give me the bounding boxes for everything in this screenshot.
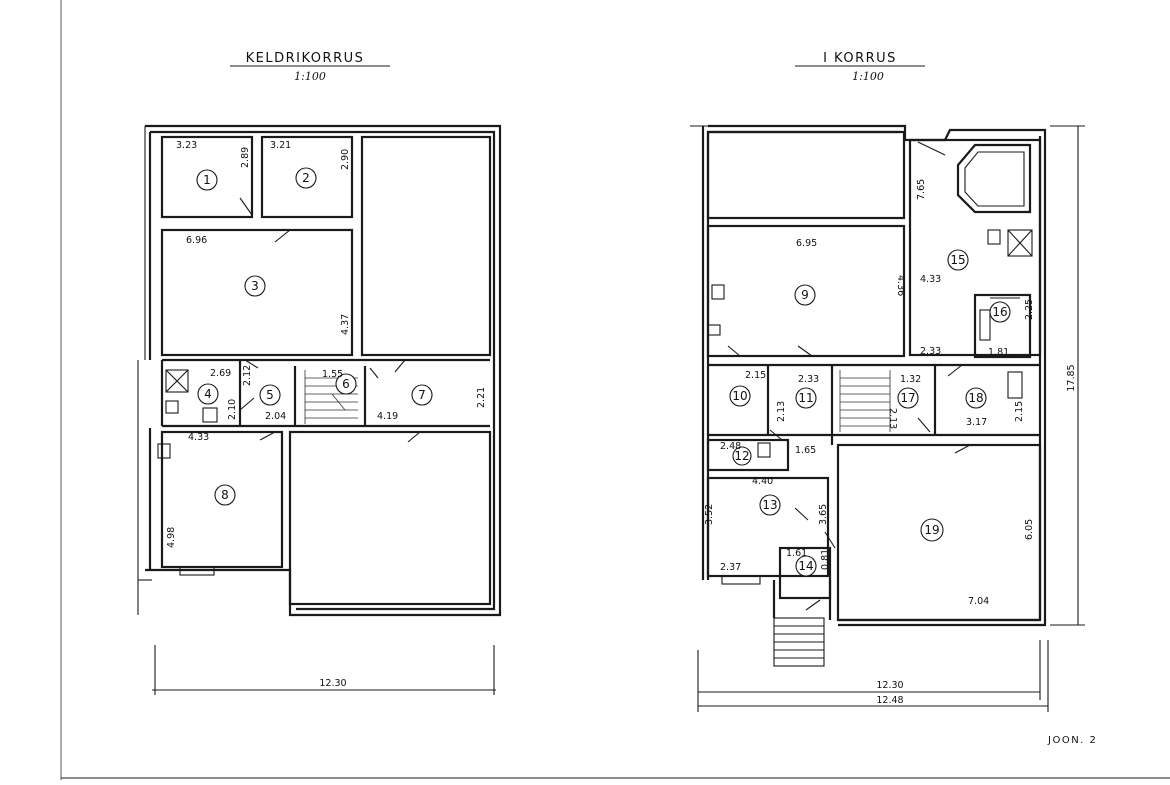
entrance-steps <box>773 617 825 667</box>
dim: 4.98 <box>166 527 177 548</box>
dim: 1.32 <box>900 374 921 385</box>
room-label-1: 1 <box>203 173 211 187</box>
dim: 2.37 <box>720 562 741 573</box>
dim: 2.33 <box>920 346 941 357</box>
basement-room-1-outline <box>160 135 254 219</box>
room-label-5: 5 <box>266 388 274 402</box>
dim: 1.81 <box>988 347 1009 358</box>
ground-room-14-outline <box>778 546 832 600</box>
room-label-10: 10 <box>732 389 747 403</box>
ground-width-outer: 12.48 <box>876 695 903 706</box>
dim: 2.21 <box>476 387 487 408</box>
chimney-fixture <box>165 369 189 393</box>
ground-room-12-outline <box>706 438 790 472</box>
ground-width-inner: 12.30 <box>876 680 903 691</box>
basement-lower-bay <box>288 430 492 606</box>
dim: 3.65 <box>818 504 829 525</box>
ground-room-19-outline <box>836 443 1042 622</box>
dim: 4.33 <box>188 432 209 443</box>
dim: 3.23 <box>176 140 197 151</box>
room-label-7: 7 <box>418 388 426 402</box>
room-label-4: 4 <box>204 387 212 401</box>
ground-floor-plan: I KORRUS 1:100 <box>690 51 1085 712</box>
dim: 2.89 <box>240 147 251 168</box>
dim: 2.15 <box>745 370 766 381</box>
room-label-18: 18 <box>968 391 983 405</box>
basement-room-3-outline <box>160 228 354 357</box>
ground-room-9-outline <box>706 224 906 358</box>
room-label-13: 13 <box>762 498 777 512</box>
dim: 4.40 <box>752 476 773 487</box>
ground-room-labels: 9 10 11 12 13 14 15 16 17 18 19 <box>729 249 1011 577</box>
dim: 2.10 <box>227 399 238 420</box>
ground-room-13-outline <box>706 476 830 578</box>
room-label-8: 8 <box>221 488 229 502</box>
room-label-15: 15 <box>950 253 965 267</box>
basement-title: KELDRIKORRUS <box>246 51 365 66</box>
basement-room-labels: 1 2 3 4 5 6 7 8 <box>196 167 433 506</box>
dim: 2.90 <box>340 149 351 170</box>
dim: 2.33 <box>798 374 819 385</box>
basement-dimensions: 3.23 2.89 3.21 2.90 6.96 4.37 2.69 2.12 … <box>166 140 487 548</box>
dim: 2.48 <box>720 441 741 452</box>
dim: 4.36 <box>895 275 906 296</box>
dim: 2.12 <box>242 365 253 386</box>
room-label-14: 14 <box>798 559 813 573</box>
ground-depth: 17.85 <box>1066 364 1077 391</box>
dim: 2.69 <box>210 368 231 379</box>
room-label-6: 6 <box>342 377 350 391</box>
room-label-12: 12 <box>734 449 749 463</box>
dim: 2.13 <box>887 408 898 429</box>
basement-doors <box>239 197 421 443</box>
dim: 6.96 <box>186 235 207 246</box>
dim: 1.61 <box>786 548 807 559</box>
room-label-3: 3 <box>251 279 259 293</box>
ground-scale: 1:100 <box>852 70 884 83</box>
room-label-11: 11 <box>798 391 813 405</box>
dim: 6.95 <box>796 238 817 249</box>
dim: 4.37 <box>340 314 351 335</box>
dim: 1.55 <box>322 369 343 380</box>
dim: 0.81 <box>820 549 831 570</box>
basement-overall-width: 12.30 <box>319 678 346 689</box>
dim: 3.21 <box>270 140 291 151</box>
room-label-9: 9 <box>801 288 809 302</box>
room-label-19: 19 <box>924 523 939 537</box>
sheet-number: JOON. 2 <box>1047 735 1097 746</box>
basement-window <box>179 566 215 576</box>
dim: 2.13 <box>776 401 787 422</box>
basement-room-8-outline <box>160 430 284 569</box>
room-label-17: 17 <box>900 391 915 405</box>
room-label-16: 16 <box>992 305 1007 319</box>
basement-room-2-outline <box>260 135 354 219</box>
dim: 2.04 <box>265 411 286 422</box>
dim: 7.65 <box>916 179 927 200</box>
dim: 4.33 <box>920 274 941 285</box>
basement-right-upper-bay <box>360 135 492 357</box>
ground-dimensions: 6.95 4.36 7.65 4.33 2.25 2.33 1.81 2.15 … <box>704 179 1035 607</box>
ground-window <box>721 575 761 585</box>
dim: 2.15 <box>1014 401 1025 422</box>
dim: 2.25 <box>1024 299 1035 320</box>
dim: 3.52 <box>704 504 715 525</box>
room-label-2: 2 <box>302 171 310 185</box>
dim: 7.04 <box>968 596 989 607</box>
bay-window <box>956 143 1032 214</box>
ground-top-veranda <box>706 130 906 220</box>
basement-scale: 1:100 <box>294 70 326 83</box>
basement-plan: KELDRIKORRUS 1:100 <box>137 51 502 695</box>
ground-room-16-outline <box>973 293 1032 359</box>
dim: 3.17 <box>966 417 987 428</box>
dim: 1.65 <box>795 445 816 456</box>
dim: 6.05 <box>1024 519 1035 540</box>
ground-title: I KORRUS <box>823 51 897 66</box>
ground-stairs <box>839 370 891 432</box>
ground-doors <box>727 141 971 611</box>
dim: 4.19 <box>377 411 398 422</box>
